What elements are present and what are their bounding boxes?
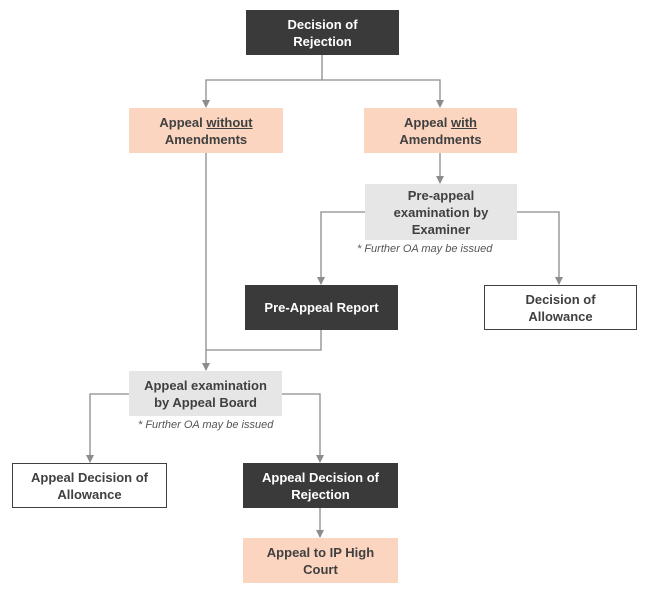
appeal-rejection-line1: Appeal Decision of xyxy=(262,470,379,485)
appeal-allowance-line2: Allowance xyxy=(57,487,121,502)
connector-to-appeal-with xyxy=(322,80,440,107)
appeal-examination-box: Appeal examination by Appeal Board xyxy=(129,371,282,416)
ip-high-court-line1: Appeal to IP High xyxy=(267,545,374,560)
connector-to-appeal-rejection xyxy=(282,394,320,462)
connector-report-to-appeal-exam xyxy=(206,330,321,350)
connector-to-appeal-without xyxy=(206,80,322,107)
appeal-without-line2: Amendments xyxy=(165,132,247,147)
appeal-without-pre: Appeal xyxy=(159,115,206,130)
connector-to-decision-allowance xyxy=(517,212,559,284)
decision-allowance-line2: Allowance xyxy=(528,309,592,324)
appeal-with-line2: Amendments xyxy=(399,132,481,147)
preappeal-line3: Examiner xyxy=(412,222,471,237)
appeal-with-underlined: with xyxy=(451,115,477,130)
decision-rejection-line1: Decision of xyxy=(287,17,357,32)
preappeal-note: * Further OA may be issued xyxy=(357,243,492,255)
appeal-exam-note: * Further OA may be issued xyxy=(138,419,273,431)
decision-rejection-line2: Rejection xyxy=(293,34,352,49)
appeal-exam-line2: by Appeal Board xyxy=(154,395,257,410)
appeal-without-amendments-box: Appeal withoutAmendments xyxy=(129,108,283,153)
preappeal-line2: examination by xyxy=(394,205,489,220)
appeal-rejection-line2: Rejection xyxy=(291,487,350,502)
appeal-decision-allowance-box: Appeal Decision of Allowance xyxy=(12,463,167,508)
preappeal-line1: Pre-appeal xyxy=(408,188,474,203)
decision-allowance-line1: Decision of xyxy=(525,292,595,307)
appeal-decision-rejection-box: Appeal Decision of Rejection xyxy=(243,463,398,508)
preappeal-report-label: Pre-Appeal Report xyxy=(264,299,378,316)
preappeal-report-box: Pre-Appeal Report xyxy=(245,285,398,330)
ip-high-court-box: Appeal to IP HighCourt xyxy=(243,538,398,583)
ip-high-court-line2: Court xyxy=(303,562,338,577)
decision-rejection-box: Decision of Rejection xyxy=(246,10,399,55)
appeal-with-pre: Appeal xyxy=(404,115,451,130)
appeal-with-amendments-box: Appeal withAmendments xyxy=(364,108,517,153)
decision-allowance-box: Decision of Allowance xyxy=(484,285,637,330)
appeal-allowance-line1: Appeal Decision of xyxy=(31,470,148,485)
appeal-without-underlined: without xyxy=(206,115,252,130)
preappeal-examination-box: Pre-appeal examination by Examiner xyxy=(365,184,517,240)
appeal-exam-line1: Appeal examination xyxy=(144,378,267,393)
connector-to-appeal-allowance xyxy=(90,394,129,462)
